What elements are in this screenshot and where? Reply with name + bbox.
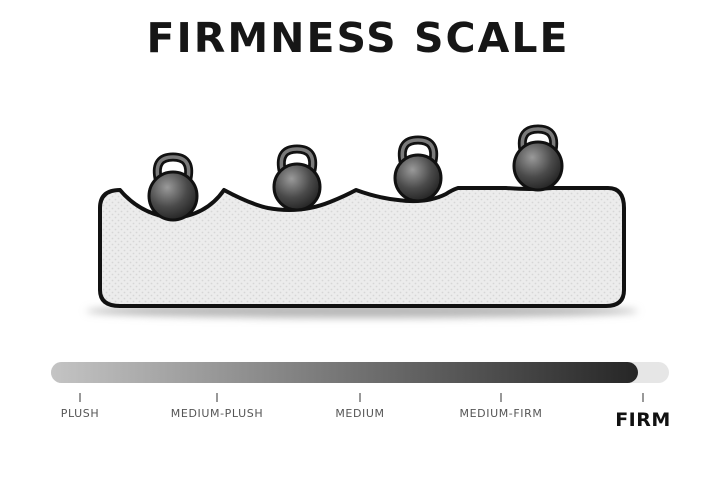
- scale-label-plush: PLUSH: [60, 407, 100, 420]
- kettlebell-icon: [393, 135, 443, 203]
- scale-label-firm: FIRM: [615, 409, 671, 431]
- mattress-body: [98, 186, 626, 308]
- kettlebell-icon: [512, 124, 564, 192]
- scale-label-medium-plush: MEDIUM-PLUSH: [170, 407, 264, 420]
- kettlebell-icon: [147, 152, 199, 222]
- scale-ticks: [79, 393, 644, 402]
- scale-label-medium: MEDIUM: [335, 407, 385, 420]
- page-title: FIRMNESS SCALE: [146, 14, 570, 62]
- kettlebell-icon: [272, 144, 322, 212]
- scale-fill: [51, 362, 638, 383]
- scale-label-medium-firm: MEDIUM-FIRM: [459, 407, 543, 420]
